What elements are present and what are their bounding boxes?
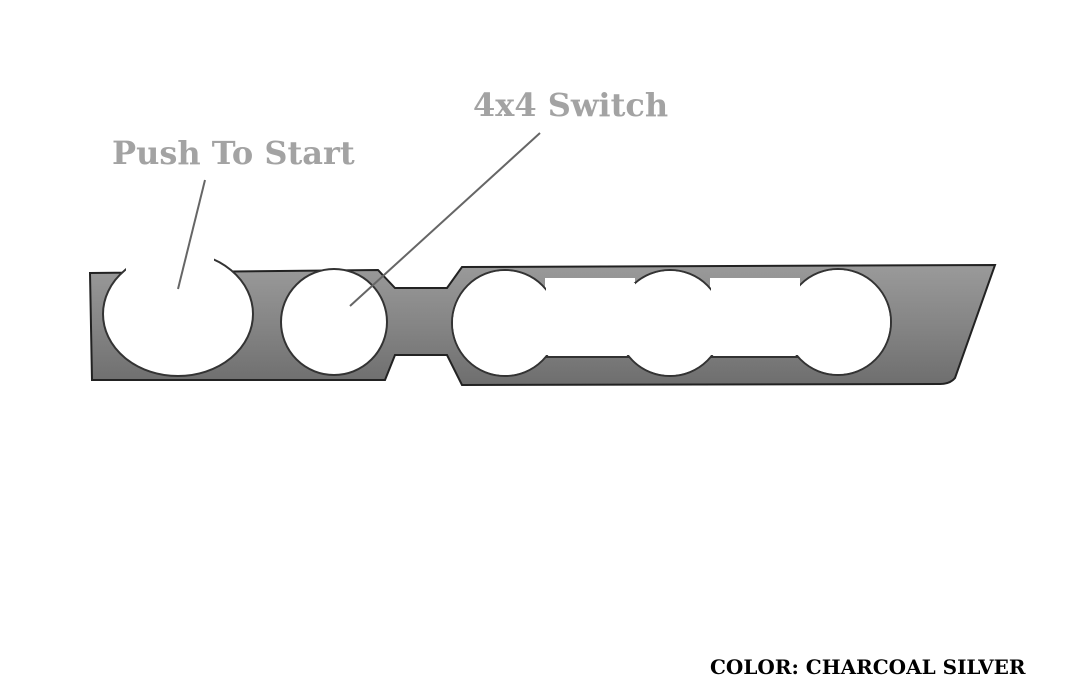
switch-leader-line	[349, 132, 541, 307]
switch-4x4-callout: 4x4 Switch	[473, 86, 669, 124]
push-to-start-callout: Push To Start	[112, 134, 355, 172]
dash-trim-panel	[88, 240, 997, 387]
push-to-start-leader-line	[177, 179, 206, 290]
color-label: COLOR: CHARCOAL SILVER	[710, 655, 1026, 679]
switch-cutout	[280, 268, 388, 376]
